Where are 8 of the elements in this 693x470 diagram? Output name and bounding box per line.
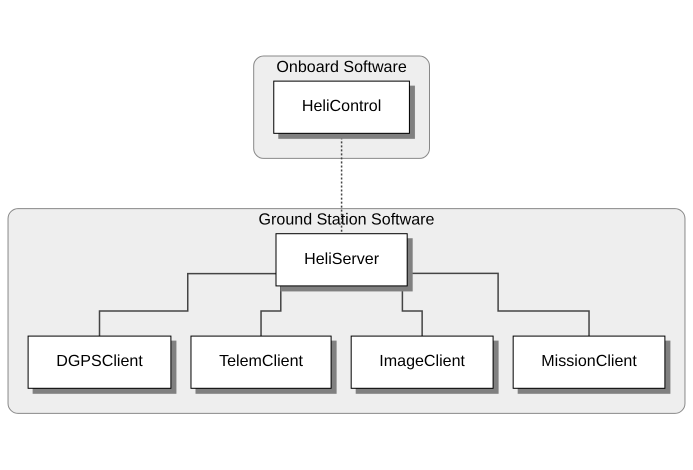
node-box: ImageClient — [350, 336, 494, 390]
node-box: HeliControl — [273, 80, 410, 134]
node-box: HeliServer — [276, 233, 408, 287]
node-box: MissionClient — [512, 336, 666, 390]
node-box: TelemClient — [190, 336, 332, 390]
connector — [98, 273, 276, 338]
node-box: DGPSClient — [28, 336, 172, 390]
connector — [407, 272, 590, 338]
